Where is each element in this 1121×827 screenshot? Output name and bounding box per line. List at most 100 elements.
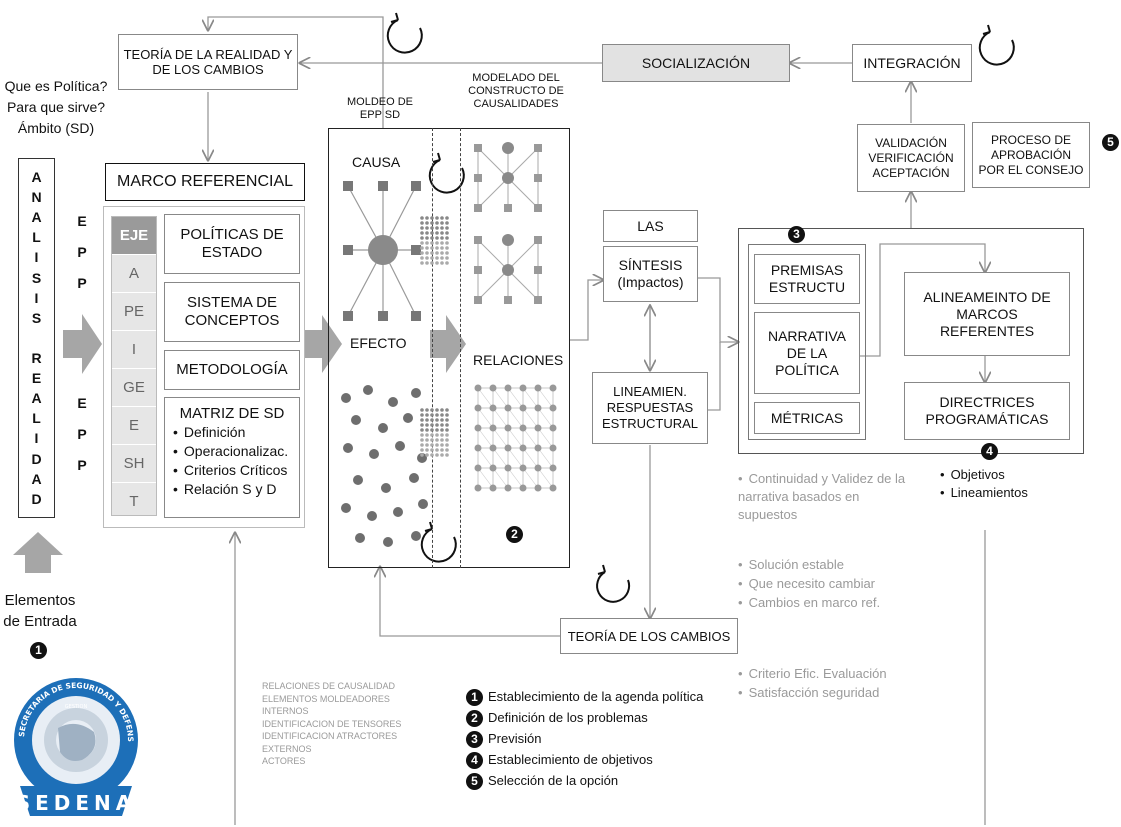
mesh-line — [477, 387, 494, 409]
factor-item: RELACIONES DE CAUSALIDAD — [262, 681, 396, 691]
grid-dot — [440, 216, 444, 220]
grid-dot — [435, 216, 439, 220]
matriz-item: Operacionalizac. — [173, 442, 291, 461]
node-square — [343, 245, 353, 255]
matriz-title: MATRIZ DE SD — [179, 405, 285, 422]
node-square — [343, 311, 353, 321]
proceso-aprobacion-box: PROCESO DE APROBACIÓN POR EL CONSEJO — [972, 122, 1090, 188]
alineamiento-box: ALINEAMEINTO DE MARCOS REFERENTES — [904, 272, 1070, 356]
scatter-dot — [343, 443, 353, 453]
grid-dot — [420, 261, 424, 265]
lineamien-right-line — [708, 342, 721, 411]
matriz-item: Definición — [173, 423, 291, 442]
solucion-item: Que necesito cambiar — [738, 574, 880, 593]
grid-dot — [425, 226, 429, 230]
step-1-badge: 1 — [30, 642, 47, 659]
grid-dot — [445, 453, 449, 457]
code-cell: SH — [112, 445, 156, 483]
net-node — [502, 234, 514, 246]
net-square — [534, 236, 542, 244]
net-node — [502, 142, 514, 154]
network-graphics — [341, 142, 557, 547]
narrativa-alineamiento-line — [860, 243, 985, 357]
vertical-letter: L — [32, 229, 41, 246]
epp-letter: P — [77, 244, 87, 260]
vertical-letter: D — [31, 450, 42, 467]
grid-dot — [445, 251, 449, 255]
scatter-dot — [353, 475, 363, 485]
grid-dot — [420, 438, 424, 442]
vertical-letter: N — [31, 189, 42, 206]
grid-dot — [435, 221, 439, 225]
net-square — [534, 174, 542, 182]
grid-dot — [430, 216, 434, 220]
impactos-label: (Impactos) — [617, 274, 684, 290]
net-square — [534, 296, 542, 304]
scatter-dot — [378, 423, 388, 433]
grid-dot — [440, 246, 444, 250]
grid-dot — [420, 221, 424, 225]
net-node — [502, 264, 514, 276]
grid-dot — [420, 241, 424, 245]
grid-dot — [420, 246, 424, 250]
vertical-letter: I — [34, 289, 39, 306]
grid-dot — [420, 216, 424, 220]
grid-dot — [445, 231, 449, 235]
moldeo-label-1: MOLDEO DE — [346, 96, 413, 108]
epp-letter: P — [77, 457, 87, 473]
grid-dot — [425, 251, 429, 255]
premisas-box: PREMISAS ESTRUCTU — [754, 254, 860, 304]
right-inner-panel — [748, 244, 866, 440]
grid-dot — [440, 256, 444, 260]
grid-dot — [440, 433, 444, 437]
grid-dot — [435, 251, 439, 255]
mesh-node — [534, 444, 542, 452]
epp-letter: E — [77, 395, 87, 411]
vertical-letter: D — [31, 490, 42, 507]
code-cell: EJE — [112, 217, 156, 255]
elementos-line2: de Entrada — [3, 613, 77, 630]
logo-banner-text: SEDENA — [16, 791, 137, 815]
scatter-dot — [403, 413, 413, 423]
mesh-node — [534, 404, 542, 412]
mesh-line — [477, 427, 494, 449]
vertical-letter: S — [31, 309, 42, 326]
epp-letter: E — [77, 213, 87, 229]
legend-text: Establecimiento de objetivos — [488, 752, 653, 767]
marco-referencial-panel — [103, 206, 305, 528]
epp-letter: P — [77, 275, 87, 291]
mesh-node — [504, 384, 512, 392]
grid-dot — [430, 241, 434, 245]
mesh-node — [519, 484, 527, 492]
logo-gestion-text: GESTION — [65, 704, 88, 710]
grid-dot — [435, 423, 439, 427]
mesh-line — [492, 387, 509, 409]
grid-dot — [445, 423, 449, 427]
grid-dot — [420, 433, 424, 437]
grid-dot — [435, 231, 439, 235]
sedena-logo: SEDENA GESTION SECRETARIA DE SEGURIDAD Y… — [7, 661, 144, 822]
integracion-box: INTEGRACIÓN — [852, 44, 972, 82]
mesh-line — [537, 407, 554, 429]
criterio-item: Satisfacción seguridad — [738, 683, 887, 702]
mesh-line — [537, 467, 554, 489]
grid-dot — [445, 418, 449, 422]
question-1: Que es Política? — [4, 78, 108, 94]
scatter-dot — [418, 499, 428, 509]
grid-dot — [445, 261, 449, 265]
scatter-dot — [411, 531, 421, 541]
block-arrows — [13, 314, 466, 573]
scatter-dot — [409, 473, 419, 483]
grid-dot — [435, 428, 439, 432]
mesh-node — [504, 424, 512, 432]
directrices-box: DIRECTRICES PROGRAMÁTICAS — [904, 382, 1070, 440]
mesh-line — [492, 427, 509, 449]
grid-dot — [445, 448, 449, 452]
question-3: Ámbito (SD) — [17, 120, 95, 136]
factor-item: IDENTIFICACION DE TENSORES — [262, 718, 402, 729]
grid-dot — [430, 256, 434, 260]
grid-dot — [420, 251, 424, 255]
sedena-seal: SEDENA GESTION SECRETARIA DE SEGURIDAD Y… — [7, 661, 138, 816]
